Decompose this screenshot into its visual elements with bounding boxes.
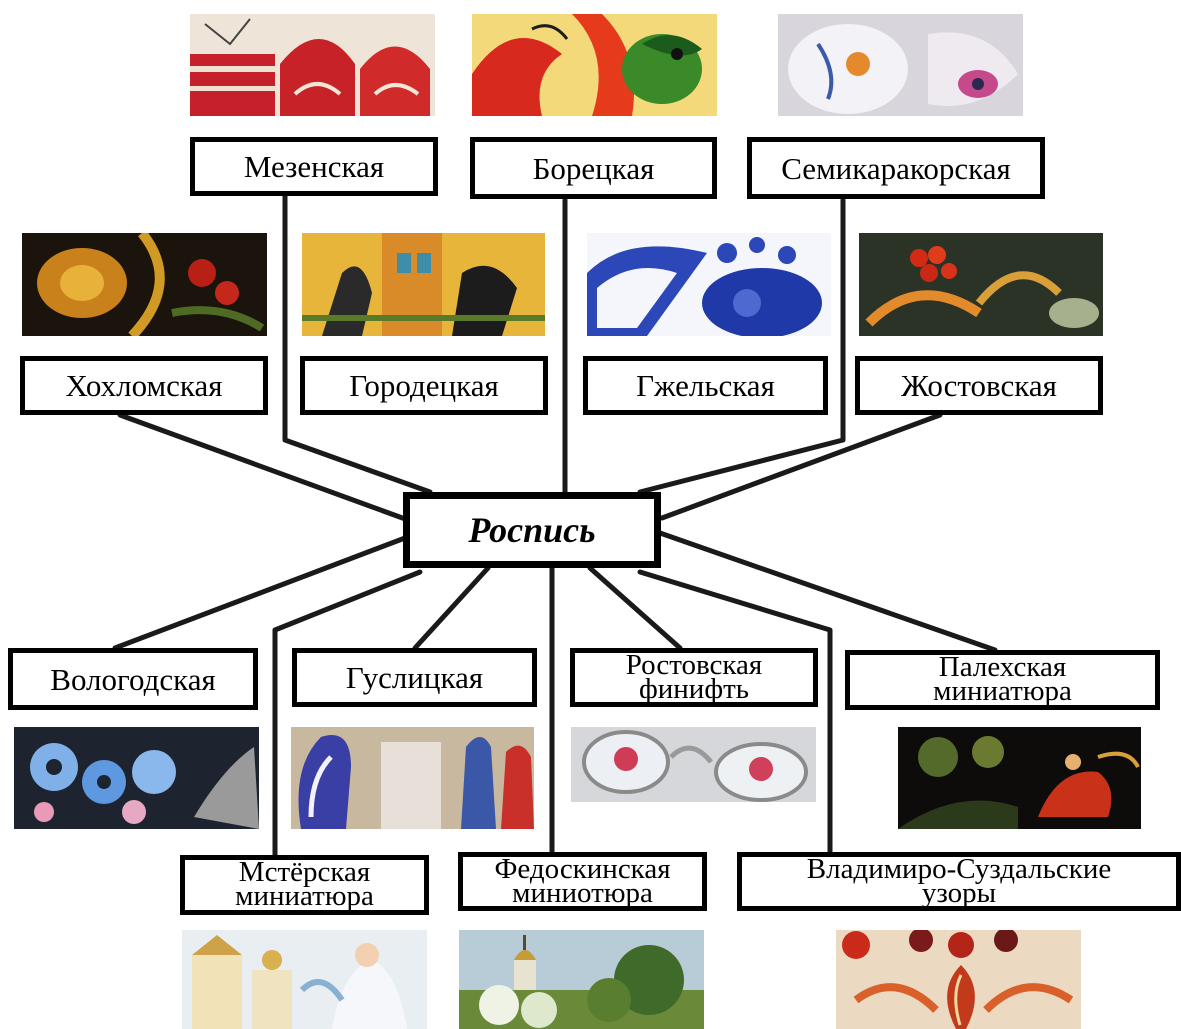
semikarakor-box: Семикаракорская xyxy=(747,137,1045,199)
mstera-miniature-image xyxy=(182,930,427,1029)
line-vladimir xyxy=(637,569,833,858)
gorodets-label: Городецкая xyxy=(349,368,499,403)
palekh-miniature-image xyxy=(898,727,1141,829)
palekh-label-line1: Палехская xyxy=(938,651,1067,684)
mezen-label: Мезенская xyxy=(243,149,385,184)
gzhel-box: Гжельская xyxy=(583,356,828,415)
palekh-box: Палехская миниатюра xyxy=(845,650,1160,710)
line-mezen xyxy=(282,192,433,495)
line-mstera xyxy=(272,569,423,858)
gzhel-porcelain-image xyxy=(587,233,831,336)
fedoskino-box: Федоскинская миниотюра xyxy=(458,852,707,911)
rostov-enamel-image xyxy=(571,727,816,802)
guslitsy-box: Гуслицкая xyxy=(292,648,537,707)
vologda-label: Вологодская xyxy=(50,661,216,697)
vladimir-label-line1: Владимиро-Суздальские xyxy=(806,852,1112,885)
rostov-label-line1: Ростовская xyxy=(625,648,763,681)
center-box: Роспись xyxy=(403,492,661,568)
vologda-box: Вологодская xyxy=(8,648,258,710)
guslitsy-painting-image xyxy=(291,727,534,829)
line-rostov xyxy=(587,565,683,651)
gorodets-box: Городецкая xyxy=(300,356,548,415)
vladimir-label-line2: узоры xyxy=(921,876,997,909)
rostov-label-line2: финифть xyxy=(638,672,750,705)
mstera-label-line1: Мстёрская xyxy=(238,856,371,889)
borets-box: Борецкая xyxy=(470,137,717,199)
palekh-label-line2: миниатюра xyxy=(933,675,1072,707)
vologda-painting-image xyxy=(14,727,259,829)
line-guslitsy xyxy=(412,565,491,651)
gzhel-label: Гжельская xyxy=(636,368,775,403)
rostov-box: Ростовская финифть xyxy=(570,648,818,707)
gorodets-painting-image xyxy=(302,233,545,336)
fedoskino-miniature-image xyxy=(459,930,704,1029)
fedoskino-label-line2: миниотюра xyxy=(512,876,653,909)
mezen-box: Мезенская xyxy=(190,137,438,196)
vladimir-suzdal-pattern-image xyxy=(836,930,1081,1029)
line-vologda xyxy=(112,535,408,651)
center-label: Роспись xyxy=(468,510,596,550)
guslitsy-label: Гуслицкая xyxy=(345,660,484,695)
zhostovo-box: Жостовская xyxy=(855,356,1103,415)
vladimir-box: Владимиро-Суздальские узоры xyxy=(737,852,1181,911)
line-palekh xyxy=(657,530,998,653)
line-semikarakor xyxy=(637,197,846,495)
zhostovo-tray-image xyxy=(859,233,1103,336)
line-zhostovo xyxy=(659,412,943,521)
borets-label: Борецкая xyxy=(532,150,655,186)
khokhloma-label: Хохломская xyxy=(65,368,223,403)
mstera-label-line2: миниатюра xyxy=(235,880,374,912)
mstera-box: Мстёрская миниатюра xyxy=(180,855,429,915)
mezen-painting-image xyxy=(190,14,435,116)
semikarakor-ceramics-image xyxy=(778,14,1023,116)
semikarakor-label: Семикаракорская xyxy=(781,150,1011,186)
fedoskino-label-line1: Федоскинская xyxy=(494,852,671,885)
khokhloma-painting-image xyxy=(22,233,267,336)
borets-painting-image xyxy=(472,14,717,116)
zhostovo-label: Жостовская xyxy=(901,368,1057,403)
line-khokhloma xyxy=(117,412,411,523)
khokhloma-box: Хохломская xyxy=(20,356,268,415)
